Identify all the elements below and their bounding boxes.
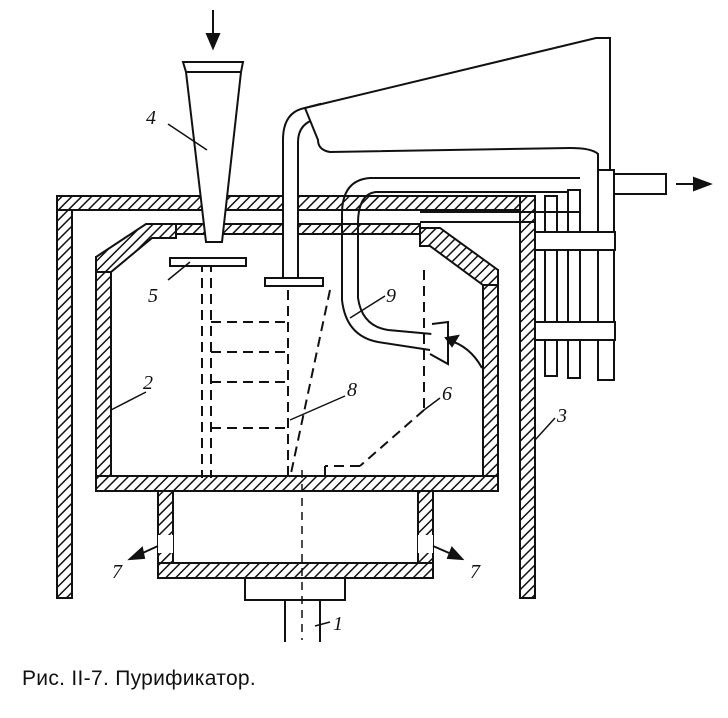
label-outlet-7-right: 7 (470, 561, 481, 583)
label-bowl: 2 (143, 372, 153, 394)
side-pipes (420, 189, 616, 379)
label-pipe-9: 9 (386, 285, 396, 307)
label-part-6: 6 (442, 383, 452, 405)
leader-lines (110, 123, 556, 627)
bowl (95, 223, 499, 492)
label-casing: 3 (556, 405, 567, 427)
plate-5 (169, 257, 247, 267)
pipe-9 (341, 177, 580, 369)
feed-funnel (181, 10, 245, 243)
drive-shaft (244, 577, 346, 642)
label-part-8: 8 (347, 379, 357, 401)
label-feed-funnel: 4 (146, 107, 156, 129)
label-shaft: 1 (333, 613, 343, 635)
figure-caption: Рис. II-7. Пурификатор. (22, 667, 257, 690)
inner-dashed-parts (201, 262, 425, 479)
outlet-arrows (127, 545, 465, 561)
label-plate-5: 5 (148, 285, 158, 307)
lower-chamber (157, 490, 434, 579)
label-outlet-7-left: 7 (112, 561, 123, 583)
